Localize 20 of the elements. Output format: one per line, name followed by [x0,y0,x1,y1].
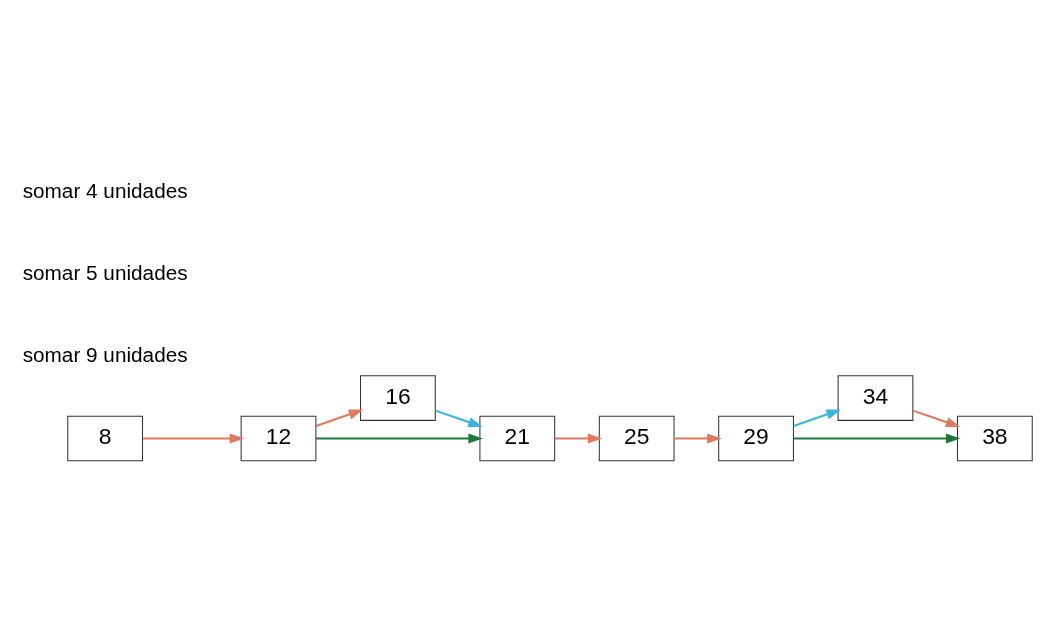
node-box: 21 [479,415,556,461]
node-box: 8 [67,415,143,461]
node-box: 34 [837,374,914,421]
legend-label: somar 9 unidades [22,342,188,366]
node-box: 38 [956,415,1033,461]
arrow [316,432,483,444]
arrow [435,409,483,427]
arrow [674,432,722,444]
arrow [912,409,961,427]
arrow [793,409,841,427]
legend-label: somar 5 unidades [22,260,188,284]
node-box: 25 [598,415,675,461]
arrow [142,432,245,444]
legend-label: somar 4 unidades [22,178,188,202]
node-box: 16 [360,374,436,421]
arrow [554,432,603,444]
node-box: 29 [718,415,794,461]
arrow [315,409,364,427]
arrow [793,432,961,444]
node-box: 12 [240,415,317,461]
